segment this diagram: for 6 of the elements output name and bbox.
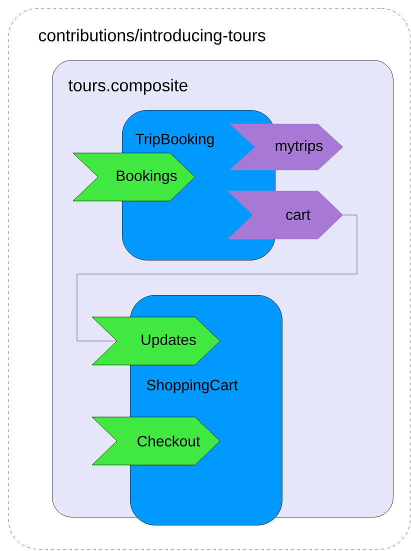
reference-port: cart	[228, 190, 344, 240]
reference-port: mytrips	[230, 124, 344, 170]
service-port: Checkout	[92, 416, 220, 466]
service-port: Bookings	[72, 152, 196, 202]
wire	[76, 214, 358, 342]
service-port: Updates	[92, 316, 220, 366]
